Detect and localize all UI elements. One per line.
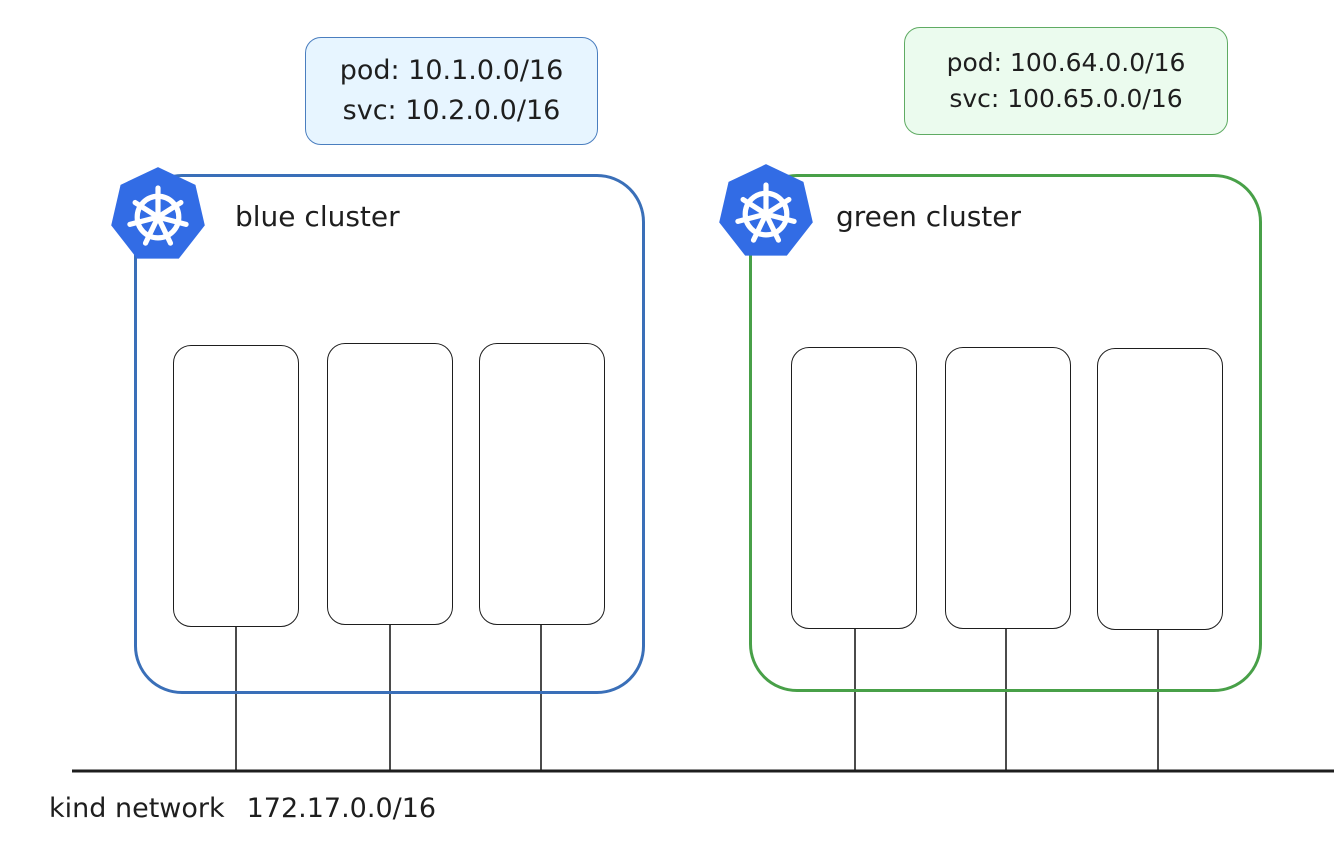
blue-cluster-title: blue cluster (235, 200, 400, 233)
blue-node-3 (479, 343, 605, 625)
network-cidr: 172.17.0.0/16 (246, 793, 437, 824)
green-cidr-box: pod: 100.64.0.0/16 svc: 100.65.0.0/16 (904, 27, 1228, 135)
kubernetes-icon (111, 167, 205, 259)
blue-cidr-box: pod: 10.1.0.0/16 svc: 10.2.0.0/16 (305, 37, 598, 145)
blue-node-2 (327, 343, 453, 625)
blue-node-1 (173, 345, 299, 627)
blue-svc-cidr: svc: 10.2.0.0/16 (342, 95, 561, 126)
network-label: kind network 172.17.0.0/16 (49, 793, 458, 824)
green-node-1 (791, 347, 917, 629)
blue-pod-cidr: pod: 10.1.0.0/16 (339, 55, 564, 86)
green-svc-cidr: svc: 100.65.0.0/16 (949, 84, 1183, 113)
kubernetes-icon (719, 164, 813, 256)
green-cluster-frame (749, 174, 1262, 692)
green-cluster-title: green cluster (836, 200, 1021, 233)
green-node-2 (945, 347, 1071, 629)
network-name: kind network (49, 793, 225, 824)
green-pod-cidr: pod: 100.64.0.0/16 (946, 48, 1186, 77)
green-node-3 (1097, 348, 1223, 630)
blue-cluster-frame (134, 174, 645, 694)
